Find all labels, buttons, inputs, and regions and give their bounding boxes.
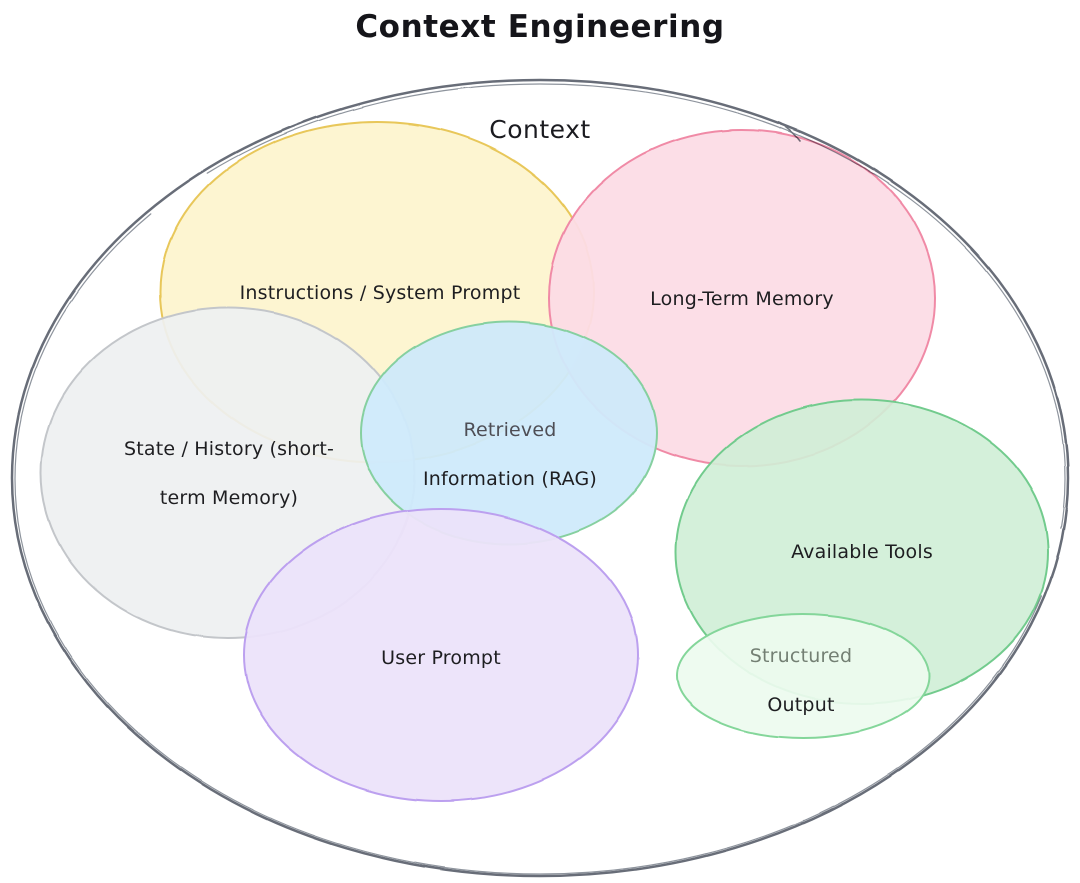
shape-structured-output[interactable] (676, 613, 930, 739)
context-container-shape (10, 78, 1070, 878)
context-container-outline (10, 78, 1070, 878)
shape-user-prompt[interactable] (243, 508, 639, 802)
context-container-outline-secondary (14, 83, 1066, 875)
node-shapes-group (40, 121, 1049, 802)
